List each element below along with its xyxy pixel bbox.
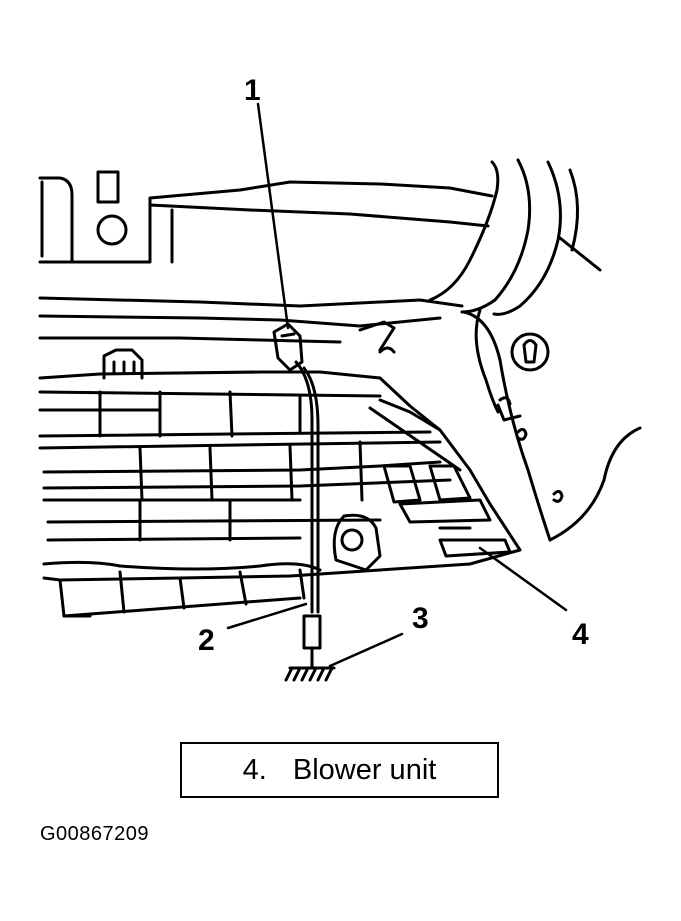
caption-number: 4. — [242, 753, 267, 786]
ground-harness — [272, 322, 336, 682]
caption-text: Blower unit — [292, 753, 437, 786]
callout-1: 1 — [244, 74, 261, 107]
right-housing — [428, 158, 642, 542]
upper-bracket — [38, 170, 494, 264]
leader-lines — [226, 102, 568, 668]
caption-box: 4. Blower unit — [180, 742, 499, 798]
callout-4: 4 — [572, 618, 589, 651]
figure-id: G00867209 — [40, 823, 150, 845]
callout-3: 3 — [412, 602, 429, 635]
middle-shelf — [38, 296, 464, 354]
callout-2: 2 — [198, 624, 215, 657]
blower-unit-body — [38, 348, 522, 618]
